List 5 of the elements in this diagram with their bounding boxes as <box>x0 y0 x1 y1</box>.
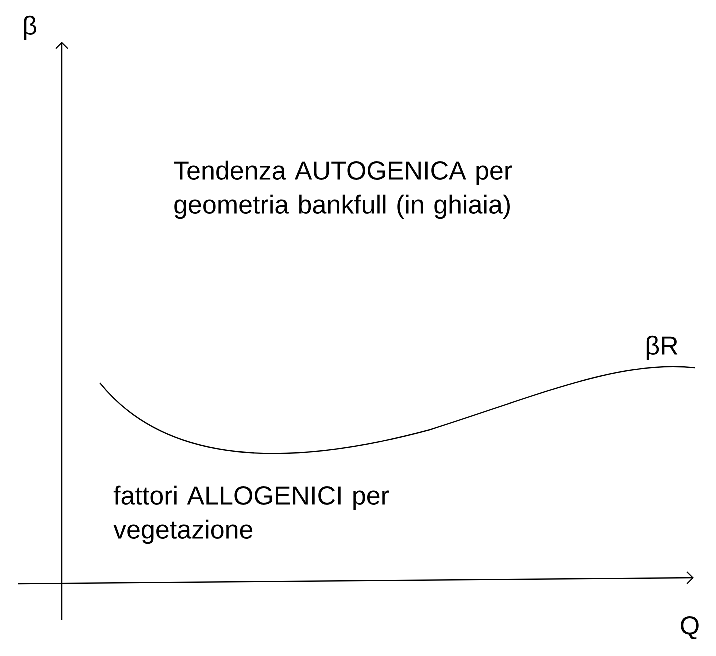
axis-label: Q <box>681 616 699 640</box>
axis-label: β <box>24 16 36 40</box>
annotation-text: fattori ALLOGENICI per vegetazione <box>114 486 390 544</box>
curve-label: βR <box>646 336 678 360</box>
annotation-text: Tendenza AUTOGENICA per geometria bankfull (in ghiaia) <box>174 160 512 220</box>
